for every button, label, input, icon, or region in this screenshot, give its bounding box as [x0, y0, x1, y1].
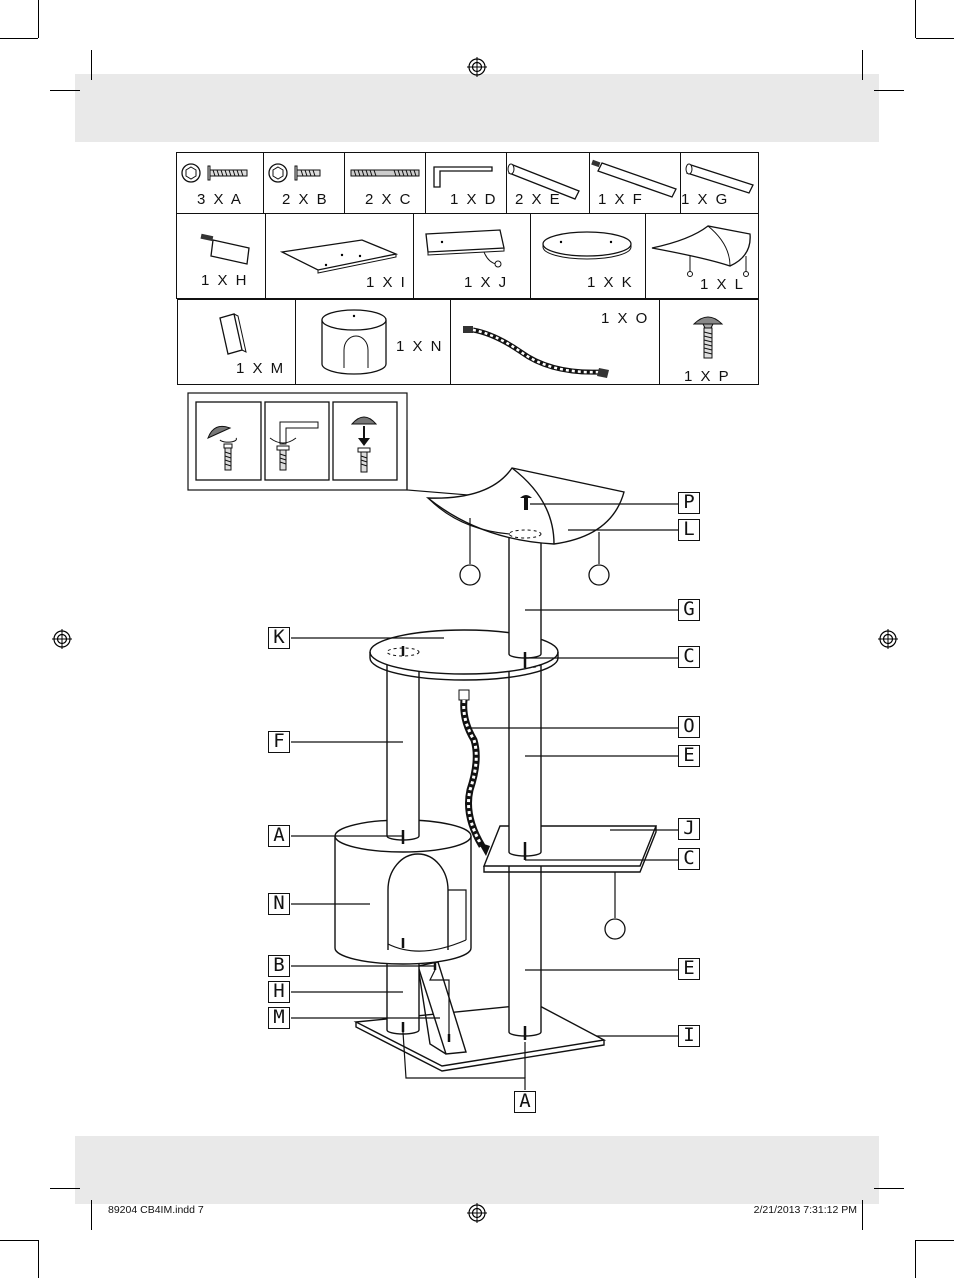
callout-c: C [678, 646, 700, 668]
part-qty: 1 X I [366, 274, 407, 291]
part-cell-g: 1 X G [680, 152, 759, 214]
part-qty: 1 X M [236, 360, 286, 377]
knob-removal-icon [207, 425, 237, 471]
base-board-i-icon [279, 239, 399, 274]
hammock-l-icon [651, 225, 751, 277]
part-cell-j: 1 X J [413, 213, 531, 299]
round-platform-k-icon [542, 231, 632, 260]
knob-instruction-inset [187, 392, 531, 501]
registration-mark-icon [878, 629, 898, 649]
cave-n-icon [321, 309, 387, 375]
knob-screw-p [520, 495, 532, 510]
callout-l: L [678, 519, 700, 541]
platform-j-toy [604, 872, 626, 940]
part-cell-k: 1 X K [530, 213, 646, 299]
part-cell-n: 1 X N [295, 299, 451, 385]
part-qty: 1 X D [450, 191, 498, 208]
post-g-icon [685, 163, 754, 194]
allen-key-turn-icon [269, 421, 319, 471]
callout-e: E [678, 745, 700, 767]
allen-key-icon [433, 166, 493, 188]
footer-timestamp: 2/21/2013 7:31:12 PM [753, 1204, 857, 1216]
part-cell-c: 2 X C [344, 152, 426, 214]
callout-b: B [268, 955, 290, 977]
part-cell-p: 1 X P [659, 299, 759, 385]
part-qty: 3 X A [197, 191, 243, 208]
part-qty: 1 X P [684, 368, 731, 385]
callout-a: A [514, 1091, 536, 1113]
part-qty: 1 X F [598, 191, 644, 208]
part-qty: 1 X L [700, 276, 746, 293]
callout-e: E [678, 958, 700, 980]
registration-mark-icon [52, 629, 72, 649]
post-g [508, 534, 542, 659]
callout-n: N [268, 893, 290, 915]
part-qty: 1 X K [587, 274, 634, 291]
knob-attach-icon [350, 416, 378, 473]
part-qty: 2 X C [365, 191, 413, 208]
post-e-upper [508, 659, 542, 857]
part-qty: 1 X N [396, 338, 444, 355]
part-cell-h: 1 X H [176, 213, 266, 299]
knob-screw-p-icon [692, 316, 724, 359]
platform-j-icon [425, 229, 505, 268]
header-band [75, 74, 879, 142]
part-qty: 1 X H [201, 272, 249, 289]
post-e-icon [507, 163, 580, 200]
part-qty: 1 X O [601, 310, 650, 327]
callout-a: A [268, 825, 290, 847]
registration-mark-icon [467, 1203, 487, 1223]
short-post-h-icon [200, 233, 250, 265]
registration-mark-icon [467, 57, 487, 77]
footer-file: 89204 CB4IM.indd 7 [108, 1204, 204, 1216]
part-qty: 1 X J [464, 274, 509, 291]
callout-p: P [678, 492, 700, 514]
part-cell-m: 1 X M [177, 299, 296, 385]
footer-band [75, 1136, 879, 1204]
callout-j: J [678, 818, 700, 840]
ramp-m-icon [219, 313, 247, 355]
part-cell-l: 1 X L [645, 213, 759, 299]
part-cell-i: 1 X I [265, 213, 414, 299]
dowel-c-icon [350, 169, 420, 177]
callout-g: G [678, 599, 700, 621]
part-qty: 2 X E [515, 191, 562, 208]
callout-i: I [678, 1025, 700, 1047]
part-cell-d: 1 X D [425, 152, 507, 214]
part-cell-a: 3 X A [176, 152, 264, 214]
callout-h: H [268, 981, 290, 1003]
post-f-icon [591, 159, 677, 198]
post-e-lower [508, 851, 542, 1037]
part-cell-e: 2 X E [506, 152, 590, 214]
rope-o [458, 689, 490, 856]
part-qty: 2 X B [282, 191, 329, 208]
callout-c: C [678, 848, 700, 870]
part-qty: 1 X G [681, 191, 730, 208]
callout-m: M [268, 1007, 290, 1029]
connector-marks [401, 646, 527, 1042]
post-f [386, 652, 420, 841]
rope-o-icon [463, 326, 609, 378]
screw-a-icon [181, 163, 248, 183]
part-cell-f: 1 X F [589, 152, 681, 214]
screw-b-icon [268, 163, 321, 183]
callout-k: K [268, 627, 290, 649]
callout-f: F [268, 731, 290, 753]
leader-lines [291, 503, 678, 1090]
callout-o: O [678, 716, 700, 738]
ramp-m [417, 961, 467, 1055]
